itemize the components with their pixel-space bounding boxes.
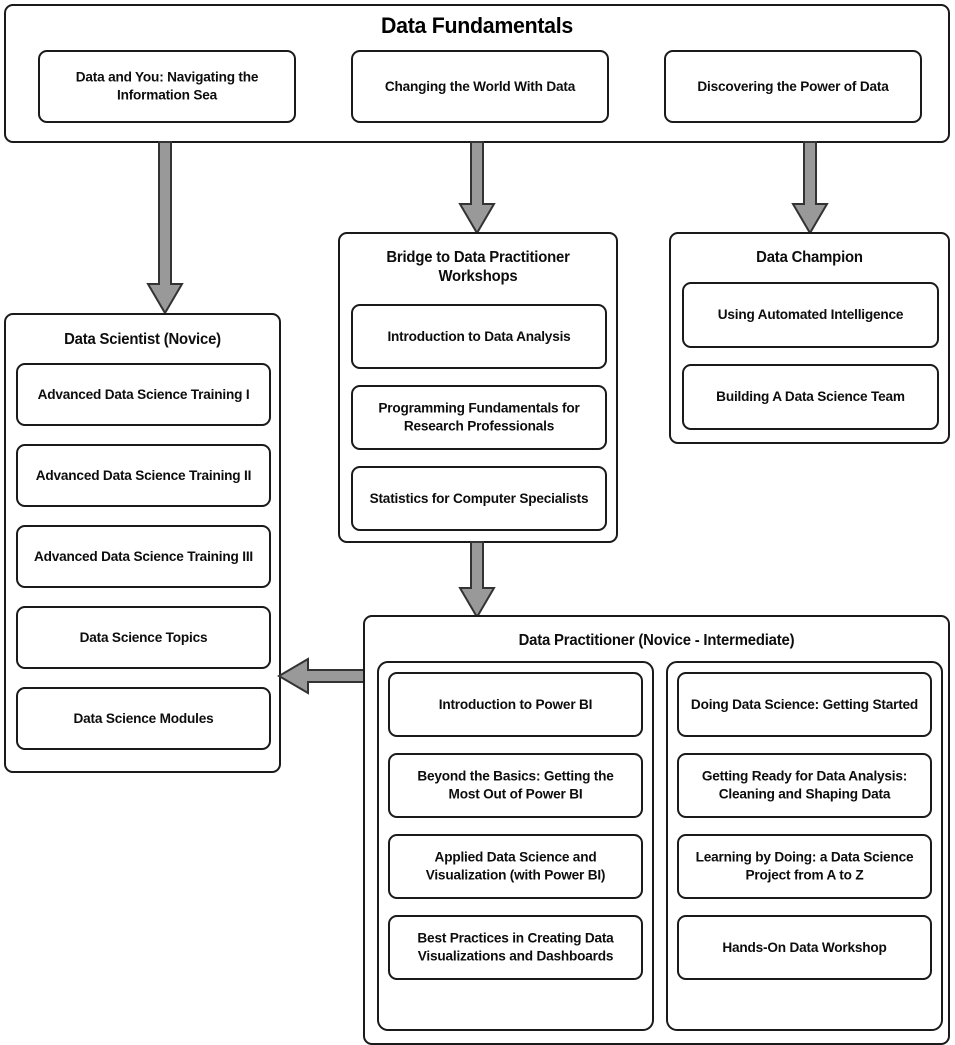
course-label: Advanced Data Science Training II [35,467,252,484]
course-label: Learning by Doing: a Data Science Projec… [695,849,914,884]
foundation-panel[interactable]: Data Fundamentals Data and You: Navigati… [4,4,950,143]
page-title: Data Fundamentals [381,13,573,38]
course-label: Best Practices in Creating Data Visualiz… [417,930,614,965]
course-label: Applied Data Science and Visualization (… [425,849,606,884]
course-label: Building A Data Science Team [716,388,905,405]
course-label: Getting Ready for Data Analysis: Cleanin… [701,768,908,803]
track-panel-data-champion[interactable]: Data Champion Using Automated Intelligen… [669,232,950,444]
course-card-introduction-to-power-bi[interactable]: Introduction to Power BI [388,672,643,737]
learning-path-diagram: Data Fundamentals Data and You: Navigati… [4,4,950,1045]
course-label: Advanced Data Science Training I [37,386,250,403]
arrow-foundation-to-data-scientist [146,141,184,315]
course-label: Introduction to Data Analysis [387,328,571,345]
subgroup-data-science-column[interactable]: Doing Data Science: Getting Started Gett… [666,661,943,1031]
track-panel-data-scientist-novice[interactable]: Data Scientist (Novice) Advanced Data Sc… [4,313,281,773]
course-card-data-and-you[interactable]: Data and You: Navigating the Information… [38,50,296,123]
course-card-using-automated-intelligence[interactable]: Using Automated Intelligence [682,282,939,348]
course-label: Introduction to Power BI [438,696,593,713]
course-card-advanced-data-science-training-2[interactable]: Advanced Data Science Training II [16,444,271,507]
course-label: Hands-On Data Workshop [722,939,887,956]
course-label: Discovering the Power of Data [697,78,889,95]
course-card-introduction-to-data-analysis[interactable]: Introduction to Data Analysis [351,304,607,369]
arrow-data-practitioner-to-data-scientist [277,657,367,695]
course-card-data-science-topics[interactable]: Data Science Topics [16,606,271,669]
course-label: Advanced Data Science Training III [33,548,254,565]
arrow-foundation-to-data-champion [791,141,829,235]
course-label: Using Automated Intelligence [717,306,904,323]
course-card-advanced-data-science-training-3[interactable]: Advanced Data Science Training III [16,525,271,588]
course-card-changing-the-world-with-data[interactable]: Changing the World With Data [351,50,609,123]
course-label: Beyond the Basics: Getting the Most Out … [417,768,614,803]
course-card-hands-on-data-workshop[interactable]: Hands-On Data Workshop [677,915,932,980]
course-card-statistics-for-computer-specialists[interactable]: Statistics for Computer Specialists [351,466,607,531]
course-label: Changing the World With Data [384,78,576,95]
course-label: Doing Data Science: Getting Started [690,696,919,713]
course-card-doing-data-science-getting-started[interactable]: Doing Data Science: Getting Started [677,672,932,737]
track-title: Bridge to Data Practitioner Workshops [386,249,570,285]
track-panel-bridge-to-data-practitioner-workshops[interactable]: Bridge to Data Practitioner Workshops In… [338,232,618,543]
course-card-building-a-data-science-team[interactable]: Building A Data Science Team [682,364,939,430]
arrow-bridge-to-data-practitioner [458,541,496,619]
course-card-programming-fundamentals-for-research-professionals[interactable]: Programming Fundamentals for Research Pr… [351,385,607,450]
course-card-advanced-data-science-training-1[interactable]: Advanced Data Science Training I [16,363,271,426]
course-card-learning-by-doing-a-data-science-project[interactable]: Learning by Doing: a Data Science Projec… [677,834,932,899]
course-card-best-practices-in-creating-data-visualizations[interactable]: Best Practices in Creating Data Visualiz… [388,915,643,980]
course-card-applied-data-science-and-visualization[interactable]: Applied Data Science and Visualization (… [388,834,643,899]
course-card-getting-ready-for-data-analysis[interactable]: Getting Ready for Data Analysis: Cleanin… [677,753,932,818]
course-label: Programming Fundamentals for Research Pr… [378,400,580,435]
course-card-beyond-the-basics-power-bi[interactable]: Beyond the Basics: Getting the Most Out … [388,753,643,818]
track-title: Data Scientist (Novice) [64,331,221,348]
course-label: Data Science Topics [79,629,208,646]
course-card-discovering-the-power-of-data[interactable]: Discovering the Power of Data [664,50,922,123]
track-title: Data Practitioner (Novice - Intermediate… [518,632,795,649]
course-label: Data Science Modules [73,710,214,727]
course-card-data-science-modules[interactable]: Data Science Modules [16,687,271,750]
track-panel-data-practitioner[interactable]: Data Practitioner (Novice - Intermediate… [363,615,950,1045]
arrow-foundation-to-bridge [458,141,496,235]
track-title: Data Champion [756,249,863,266]
course-label: Data and You: Navigating the Information… [75,69,259,104]
course-label: Statistics for Computer Specialists [369,490,589,507]
subgroup-power-bi-column[interactable]: Introduction to Power BI Beyond the Basi… [377,661,654,1031]
